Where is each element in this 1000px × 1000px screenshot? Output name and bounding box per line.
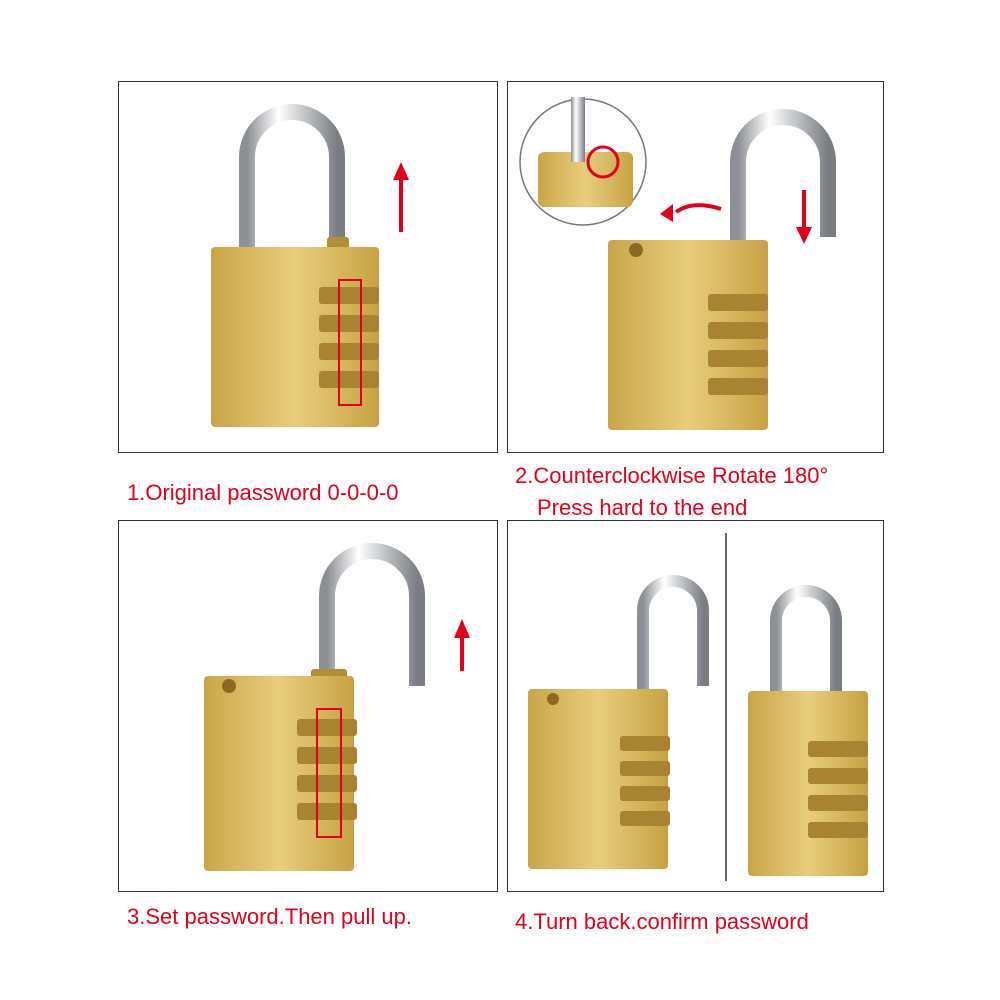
padlock-closed-image bbox=[211, 104, 409, 427]
step-3-caption: 3.Set password.Then pull up. bbox=[127, 904, 412, 929]
padlock-set-password-image bbox=[204, 543, 470, 871]
step-2-caption-line-1: 2.Counterclockwise Rotate 180° bbox=[515, 463, 829, 488]
step-4-caption: 4.Turn back.confirm password bbox=[515, 909, 809, 934]
step-4-panel bbox=[507, 520, 884, 892]
step-1-panel bbox=[118, 81, 498, 453]
padlock-open-image bbox=[519, 97, 836, 430]
step-1-caption: 1.Original password 0-0-0-0 bbox=[127, 480, 399, 505]
padlock-confirm-image bbox=[528, 533, 868, 881]
step-2-panel bbox=[507, 81, 884, 453]
step-2-caption: 2.Counterclockwise Rotate 180° Press har… bbox=[515, 462, 828, 522]
step-2-caption-line-2: Press hard to the end bbox=[537, 495, 748, 520]
step-3-panel bbox=[118, 520, 498, 892]
